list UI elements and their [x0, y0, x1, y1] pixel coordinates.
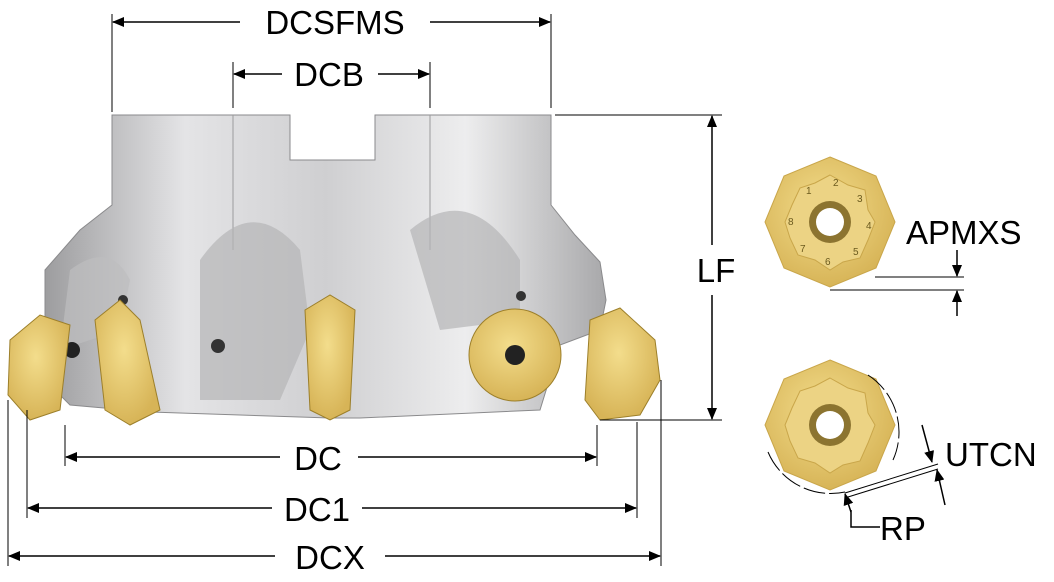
svg-text:2: 2 — [833, 178, 839, 189]
label-apmxs: APMXS — [906, 214, 1022, 251]
svg-text:7: 7 — [800, 244, 806, 255]
cutter-inserts — [7, 294, 661, 426]
label-dcb: DCB — [294, 56, 364, 93]
svg-text:8: 8 — [788, 217, 794, 228]
svg-text:6: 6 — [825, 257, 831, 268]
label-dc: DC — [294, 440, 342, 477]
svg-text:5: 5 — [853, 247, 859, 258]
svg-text:1: 1 — [806, 186, 812, 197]
dim-lf: LF — [555, 114, 736, 421]
dim-dc1: DC1 — [26, 410, 638, 528]
label-dcx: DCX — [295, 539, 365, 576]
label-dcsfms: DCSFMS — [265, 4, 404, 41]
svg-text:4: 4 — [866, 221, 872, 232]
dim-dcx: DCX — [7, 380, 662, 576]
insert-edge-numbers: 1 2 3 4 5 6 7 8 — [788, 178, 872, 268]
cutter-body — [44, 114, 607, 419]
label-rp: RP — [880, 510, 926, 547]
svg-text:3: 3 — [857, 194, 863, 205]
insert-detail-apmxs: 1 2 3 4 5 6 7 8 APMXS — [764, 156, 1022, 316]
label-utcn: UTCN — [945, 436, 1037, 473]
label-lf: LF — [697, 252, 736, 289]
dim-dcsfms: DCSFMS — [111, 4, 552, 112]
label-dc1: DC1 — [284, 491, 350, 528]
dim-dcb: DCB — [232, 56, 431, 108]
insert-detail-utcn-rp: UTCN RP — [764, 359, 1037, 547]
dim-dc: DC — [64, 425, 598, 477]
